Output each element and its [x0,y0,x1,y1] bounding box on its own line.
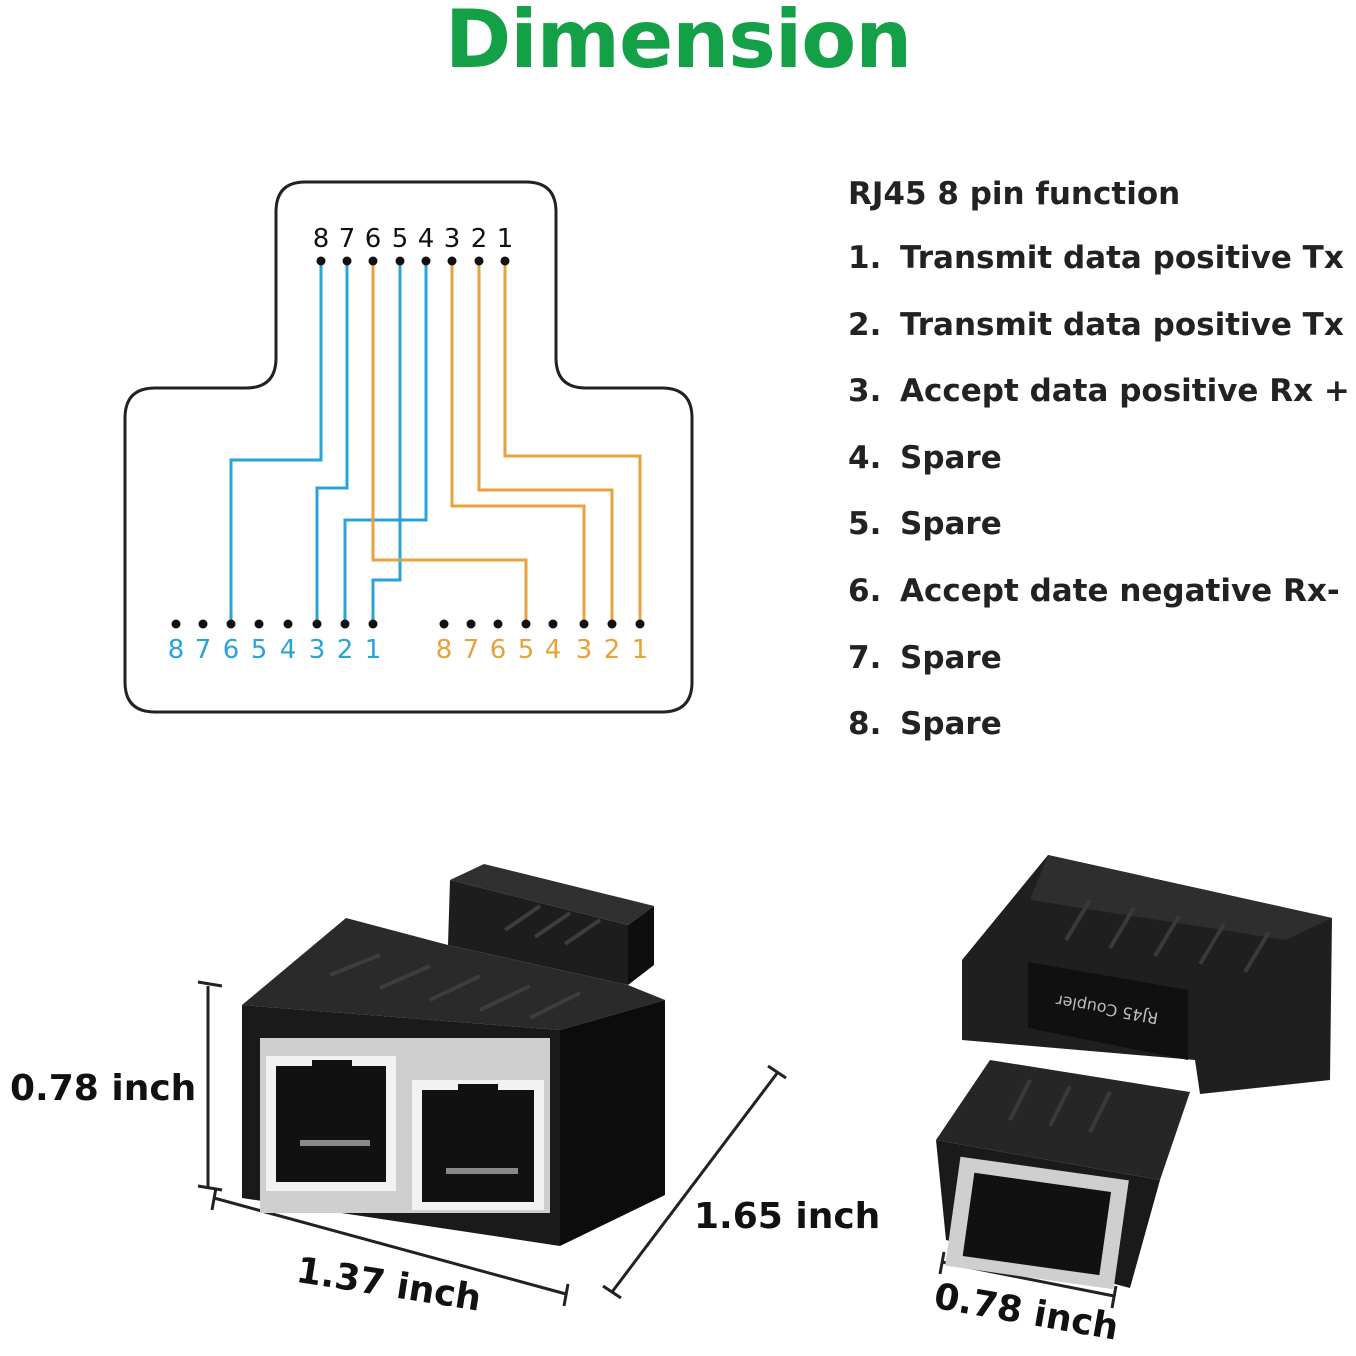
pin-dot [254,619,264,629]
connector-outline [123,180,694,714]
pin-function-item: 5. Spare [848,506,1002,550]
dimension-lines [197,980,1118,1309]
pin-dot [447,256,457,266]
pin-function-item: 7. Spare [848,640,1002,684]
pin-function-text: Accept date negative Rx- [900,573,1340,609]
right-port-pin-label: 4 [545,635,562,665]
pin-function-number: 1. [848,240,882,276]
right-port-pin-label: 7 [463,635,480,665]
pin-dot [474,256,484,266]
pin-dot [226,619,236,629]
wire [315,261,349,624]
pin-dot [316,256,326,266]
top-pin-label: 3 [444,224,461,254]
pin-dot [421,256,431,266]
pin-dot [368,619,378,629]
pin-dot [521,619,531,629]
wire [371,261,402,624]
height-dimension-label: 0.78 inch [10,1068,197,1109]
splitter-front-image [242,864,665,1246]
pin-function-number: 8. [848,706,882,743]
left-port-pin-label: 8 [168,635,185,665]
top-pin-label: 5 [392,224,409,254]
page-title: Dimension [444,0,912,86]
top-pin-label: 2 [471,224,488,254]
left-port-pin-label: 6 [223,635,240,665]
pin-dot [493,619,503,629]
pin-dot [466,619,476,629]
pin-dot [283,619,293,629]
right-port-pin-label: 8 [436,635,453,665]
pin-dot [198,619,208,629]
left-port-pin-label: 2 [337,635,354,665]
pin-function-text: Accept data positive Rx + [900,373,1350,410]
pin-function-text: Spare [900,506,1002,543]
top-pin-label: 4 [418,224,435,254]
left-port-pin-label: 3 [309,635,326,665]
pin-function-number: 3. [848,373,882,410]
top-pin-label: 6 [365,224,382,254]
right-port-pin-label: 1 [632,635,649,665]
top-pin-label: 1 [497,224,514,254]
left-port-pin-label: 4 [280,635,297,665]
pin-function-text: Spare [900,706,1002,743]
pin-function-number: 2. [848,306,882,343]
pin-dot [607,619,617,629]
pin-dot [500,256,510,266]
pin-function-text: Spare [900,439,1002,476]
pin-function-number: 4. [848,439,882,476]
wire [229,261,323,624]
pin-dot [171,619,181,629]
right-port-pin-label: 5 [518,635,535,665]
pin-function-item: 4. Spare [848,440,1002,484]
pin-dot [635,619,645,629]
pin-function-heading: RJ45 8 pin function [848,176,1181,212]
pin-function-text: Spare [900,639,1002,676]
pin-function-text: Transmit data positive Tx — [900,306,1356,343]
pin-dot [312,619,322,629]
left-port-pin-label: 7 [195,635,212,665]
right-port-pin-label: 6 [490,635,507,665]
right-port-pin-label: 2 [604,635,621,665]
pin-function-item: 8. Spare [848,706,1002,750]
top-pin-label: 8 [313,224,330,254]
pin-function-text: Transmit data positive Tx + [900,240,1356,276]
wire [371,261,528,624]
wire [503,261,642,624]
pin-function-item: 2. Transmit data positive Tx — [848,307,1356,351]
right-port-pin-label: 3 [576,635,593,665]
pin-dot [342,256,352,266]
pin-function-item: 3. Accept data positive Rx + [848,373,1350,417]
pin-dot [439,619,449,629]
wire [343,261,428,624]
pin-function-number: 6. [848,573,882,609]
pin-dot [340,619,350,629]
depth-dimension-label: 1.65 inch [694,1196,881,1237]
pin-function-number: 5. [848,506,882,543]
pin-dot [548,619,558,629]
pin-dot [579,619,589,629]
pin-function-number: 7. [848,639,882,676]
splitter-back-image [936,855,1332,1290]
pin-dot [395,256,405,266]
left-port-pin-label: 5 [251,635,268,665]
pin-dot [368,256,378,266]
wire [450,261,586,624]
pin-function-item: 6. Accept date negative Rx- [848,573,1340,617]
pin-function-item: 1. Transmit data positive Tx + [848,240,1356,284]
left-port-pin-label: 1 [365,635,382,665]
top-pin-label: 7 [339,224,356,254]
wire [477,261,614,624]
